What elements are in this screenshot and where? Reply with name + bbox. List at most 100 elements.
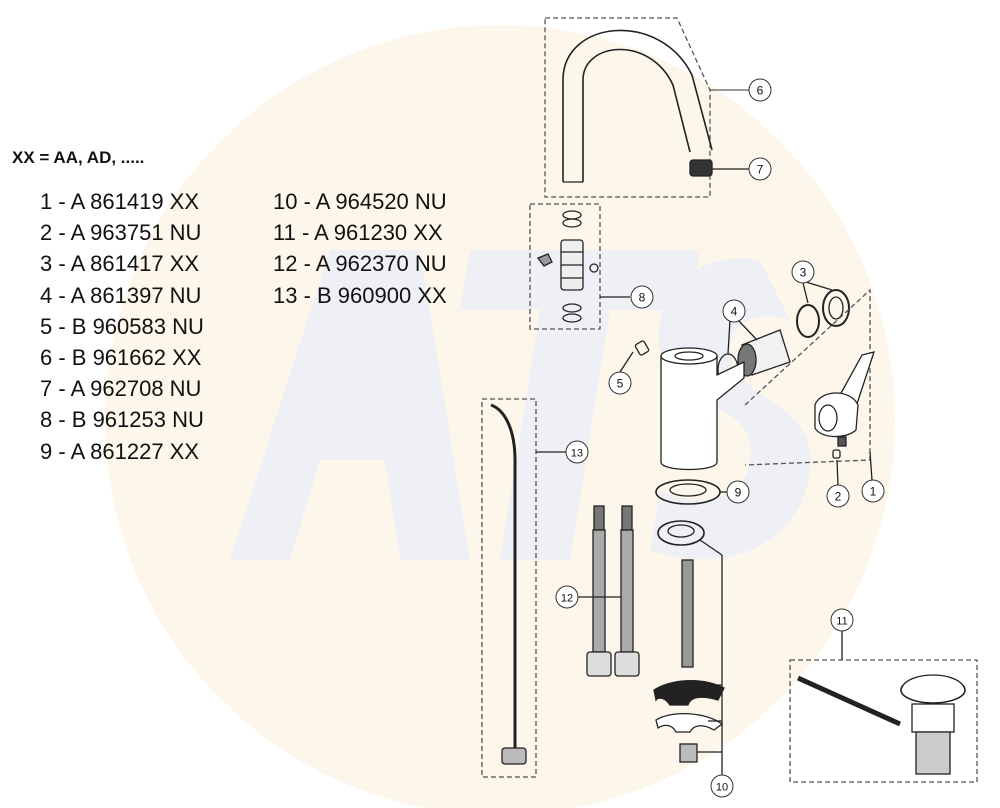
callout-circle: [791, 260, 815, 284]
flexible-hoses-part: [578, 505, 640, 677]
callout-circle: [748, 78, 772, 102]
watermark-letter-t: [460, 250, 700, 560]
callout-4: 4: [722, 299, 746, 323]
callout-8: 8: [630, 285, 654, 309]
callout-number: 4: [731, 305, 738, 319]
handle-dashed-frame: [744, 288, 871, 466]
o-ring: [562, 218, 582, 228]
waste-plug-dome: [900, 674, 966, 691]
popup-rod-dashed-frame: [481, 398, 537, 778]
parts-list-right: 10 - A 964520 NU 11 - A 961230 XX 12 - A…: [273, 186, 447, 311]
screw-lead: [836, 459, 839, 486]
grub-screw-part: [619, 340, 650, 373]
parts-list-left: 1 - A 861419 XX 2 - A 963751 NU 3 - A 86…: [40, 186, 204, 467]
aerator-part: [689, 159, 749, 177]
hose-nut: [614, 651, 640, 677]
callout-circle: [565, 440, 589, 464]
popup-rod-part: [481, 398, 566, 778]
callout-6: 6: [710, 78, 772, 102]
callout-circle: [830, 608, 854, 632]
watermark-circle: [105, 25, 895, 808]
horseshoe-plate: [653, 679, 725, 706]
tap-body-outline: [660, 356, 745, 471]
callout-circle: [826, 484, 850, 508]
callout-circle: [608, 371, 632, 395]
grub-screw-lead: [619, 351, 634, 373]
threaded-rod: [681, 559, 694, 668]
callout-number: 3: [800, 266, 807, 280]
callout-9: 9: [726, 480, 750, 504]
waste-thread: [915, 731, 951, 775]
callout-number: 8: [639, 291, 646, 305]
spout-tube-outer: [562, 29, 713, 182]
spout-tube-inner: [582, 48, 691, 182]
callout-number: 1: [870, 485, 877, 499]
lever-handle-part: [744, 288, 875, 481]
parts-list-item: 5 - B 960583 NU: [40, 313, 204, 339]
callout-circle: [555, 585, 579, 609]
callout-number: 5: [617, 377, 624, 391]
popup-rod-clamp: [501, 747, 527, 765]
waste-body: [911, 703, 955, 733]
tap-body-bore: [674, 351, 704, 361]
parts-list-item: 10 - A 964520 NU: [273, 189, 447, 214]
small-nut: [589, 263, 599, 273]
variant-note: XX = AA, AD, .....: [12, 148, 145, 167]
parts-list-item: 4 - A 861397 NU: [40, 282, 202, 308]
watermark-letter-a: [230, 250, 470, 560]
ring-nut-part: [796, 281, 850, 338]
callout-3: 3: [791, 260, 815, 284]
parts-list-item: 13 - B 960900 XX: [273, 282, 447, 308]
ring-nut-hole: [828, 296, 844, 320]
callout-number: 12: [561, 593, 573, 605]
handle-screw: [837, 436, 847, 447]
callout-circle: [710, 774, 734, 798]
ring-nut: [822, 289, 850, 327]
callout-11: 11: [830, 608, 854, 632]
parts-list-item: 8 - B 961253 NU: [40, 407, 204, 433]
callout-2: 2: [826, 484, 850, 508]
callout-13: 13: [565, 440, 589, 464]
clip: [536, 253, 553, 267]
callout-number: 13: [571, 448, 583, 460]
parts-list-item: 2 - A 963751 NU: [40, 220, 202, 246]
watermark-letter-s: [650, 258, 811, 560]
grub-screw: [634, 340, 650, 356]
screw-body: [832, 449, 841, 459]
cartridge-lead: [727, 319, 731, 355]
callout-circle: [748, 157, 772, 181]
horseshoe-washer: [655, 712, 724, 733]
cartridge-kit-part: [529, 203, 630, 330]
fixing-ring-outer: [657, 520, 705, 546]
cartridge-lead: [737, 319, 758, 341]
ring-nut-lead: [802, 282, 809, 304]
o-ring: [562, 210, 582, 220]
handle-screw-part: [832, 449, 841, 486]
waste-dashed-frame: [789, 659, 978, 783]
ring-nut: [796, 304, 820, 338]
washer-inner: [669, 483, 707, 497]
handle-bore: [818, 404, 838, 432]
fixing-kit-part: [653, 520, 725, 775]
popup-rod: [490, 403, 517, 748]
fixing-nut: [679, 743, 698, 763]
parts-list-item: 12 - A 962370 NU: [273, 251, 447, 277]
hose-nut: [586, 651, 612, 677]
callout-number: 9: [735, 486, 742, 500]
callout-7: 7: [748, 157, 772, 181]
callout-12: 12: [555, 585, 579, 609]
waste-lever: [796, 675, 902, 727]
waste-part: [789, 630, 978, 783]
callout-number: 2: [835, 490, 842, 504]
handle-lead: [869, 451, 873, 481]
fixing-lead: [699, 539, 723, 556]
parts-list-item: 6 - B 961662 XX: [40, 345, 202, 371]
o-ring: [562, 303, 582, 313]
parts-list-item: 1 - A 861419 XX: [40, 189, 200, 214]
parts-list-item: 3 - A 861417 XX: [40, 251, 200, 277]
hose-braid: [592, 529, 606, 653]
spout-part: [544, 17, 713, 198]
